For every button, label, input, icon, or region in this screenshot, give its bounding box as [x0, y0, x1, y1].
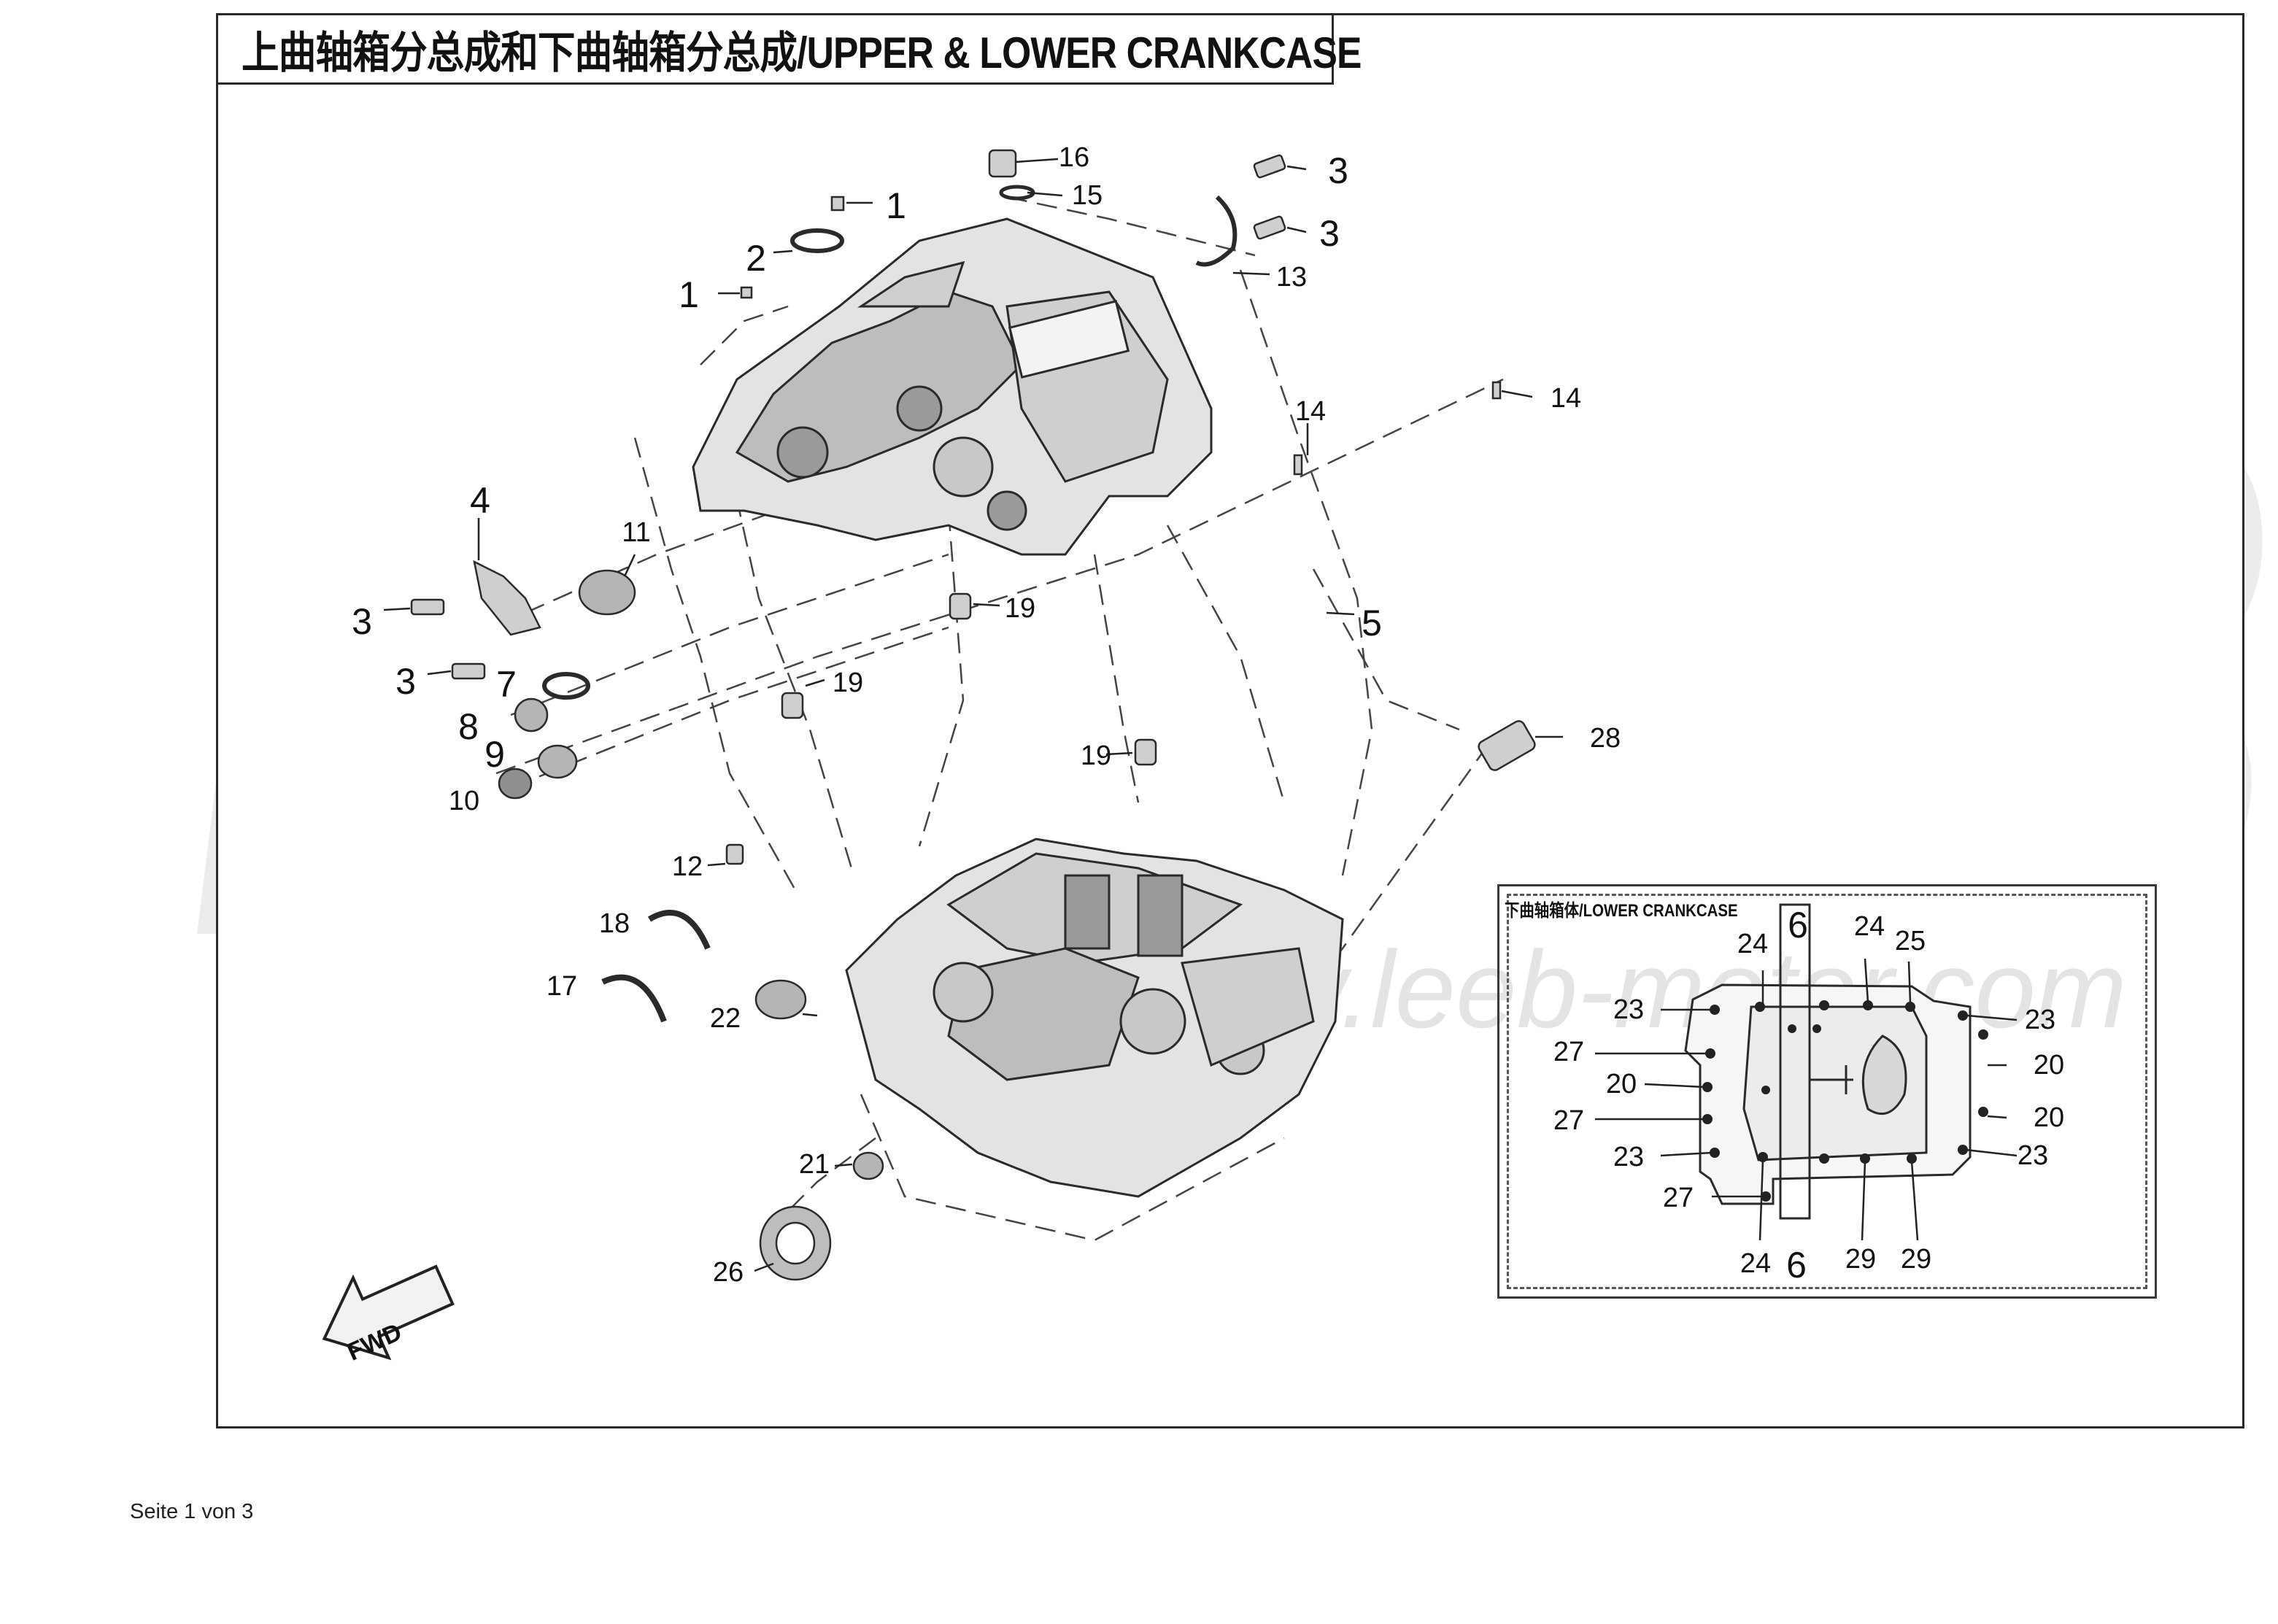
- callout-19-b: 19: [832, 668, 864, 698]
- part-28-sensor: [1478, 720, 1536, 771]
- callout-7: 7: [496, 664, 517, 705]
- inset-callout-20-c: 20: [2033, 1102, 2065, 1133]
- fwd-arrow-icon: [322, 1264, 455, 1361]
- inset-callout-24-a: 24: [1737, 929, 1769, 959]
- part-10-seal: [498, 767, 533, 800]
- inset-callout-6-top: 6: [1788, 905, 1808, 946]
- part-18-halfring: [647, 910, 711, 950]
- callout-13: 13: [1275, 262, 1308, 293]
- page-number: Seite 1 von 3: [130, 1500, 254, 1523]
- part-14-pin-b: [1293, 454, 1303, 476]
- part-11-bearing: [578, 569, 636, 616]
- part-19-dowel-a: [949, 592, 972, 620]
- part-4-plate: [473, 560, 541, 636]
- part-12-dowel: [725, 843, 744, 865]
- inset-callout-27-a: 27: [1553, 1037, 1585, 1067]
- inset-callout-27-c: 27: [1662, 1183, 1694, 1213]
- title-box: 上曲轴箱分总成和下曲轴箱分总成/UPPER & LOWER CRANKCASE: [216, 13, 1362, 85]
- callout-10: 10: [448, 786, 480, 816]
- callout-3-a: 3: [1328, 150, 1348, 191]
- part-14-pin-a: [1491, 381, 1502, 400]
- callout-5: 5: [1362, 603, 1382, 643]
- part-19-dowel-b: [781, 692, 804, 719]
- inset-callout-23-b: 23: [2024, 1005, 2056, 1035]
- part-1-upper: [830, 196, 845, 212]
- inset-callout-6-bottom: 6: [1786, 1245, 1807, 1285]
- part-3-bolt-d: [451, 662, 486, 680]
- part-1-lower: [740, 286, 753, 299]
- callout-3-b: 3: [1319, 213, 1340, 254]
- inset-callout-27-b: 27: [1553, 1105, 1585, 1136]
- callout-28: 28: [1589, 723, 1621, 754]
- part-17-halfring: [601, 974, 667, 1023]
- inset-callout-25: 25: [1894, 926, 1926, 956]
- callout-3-d: 3: [395, 661, 416, 702]
- part-13-bracket: [1195, 195, 1238, 267]
- diagram-title: 上曲轴箱分总成和下曲轴箱分总成/UPPER & LOWER CRANKCASE: [242, 28, 1362, 77]
- part-3-bolt-b: [1253, 215, 1286, 240]
- part-9-bearing: [537, 744, 578, 779]
- inset-callout-23-a: 23: [1613, 994, 1645, 1025]
- inset-callout-24-c: 24: [1740, 1248, 1772, 1279]
- inset-callout-20-b: 20: [2033, 1050, 2065, 1080]
- callout-8: 8: [458, 706, 479, 747]
- callout-26: 26: [712, 1257, 744, 1288]
- inset-title: 下曲轴箱体/LOWER CRANKCASE: [1505, 901, 1738, 921]
- callout-19-a: 19: [1004, 593, 1036, 624]
- upper-crankcase: [692, 217, 1213, 556]
- callout-4: 4: [470, 480, 490, 521]
- part-21-plug: [852, 1151, 884, 1180]
- inset-callout-29-b: 29: [1900, 1244, 1932, 1275]
- callout-11: 11: [622, 517, 651, 548]
- callout-14-a: 14: [1294, 396, 1327, 427]
- inset-callout-23-c: 23: [1613, 1142, 1645, 1172]
- inset-callout-20-a: 20: [1605, 1069, 1637, 1099]
- part-22-plug: [754, 979, 807, 1020]
- callout-17: 17: [546, 971, 578, 1002]
- inset-dashed-border: [1507, 894, 2147, 1289]
- inset-callout-24-b: 24: [1853, 911, 1885, 942]
- part-16-plug: [988, 149, 1017, 178]
- part-7-ring: [542, 672, 590, 700]
- callout-2: 2: [746, 238, 766, 279]
- callout-9: 9: [484, 734, 505, 775]
- part-3-bolt-c: [410, 598, 445, 616]
- callout-15: 15: [1071, 180, 1103, 211]
- callout-22: 22: [709, 1003, 741, 1034]
- part-3-bolt-a: [1253, 154, 1286, 179]
- inset-callout-29-a: 29: [1845, 1244, 1877, 1275]
- callout-21: 21: [798, 1149, 830, 1180]
- part-19-dowel-c: [1134, 738, 1157, 766]
- callout-1-lower: 1: [679, 274, 699, 315]
- part-8-plug: [514, 697, 549, 732]
- callout-18: 18: [598, 908, 630, 939]
- callout-14-b: 14: [1550, 383, 1582, 414]
- lower-crankcase: [845, 838, 1344, 1198]
- callout-12: 12: [671, 851, 703, 882]
- callout-3-c: 3: [352, 601, 372, 642]
- inset-callout-23-d: 23: [2017, 1140, 2049, 1171]
- part-2-oring: [790, 228, 844, 253]
- part-bolts: [410, 149, 1536, 1281]
- callout-16: 16: [1058, 142, 1090, 173]
- callout-19-c: 19: [1080, 741, 1112, 771]
- lower-crankcase-inset: [1497, 884, 2157, 1299]
- callout-1-upper: 1: [886, 185, 906, 226]
